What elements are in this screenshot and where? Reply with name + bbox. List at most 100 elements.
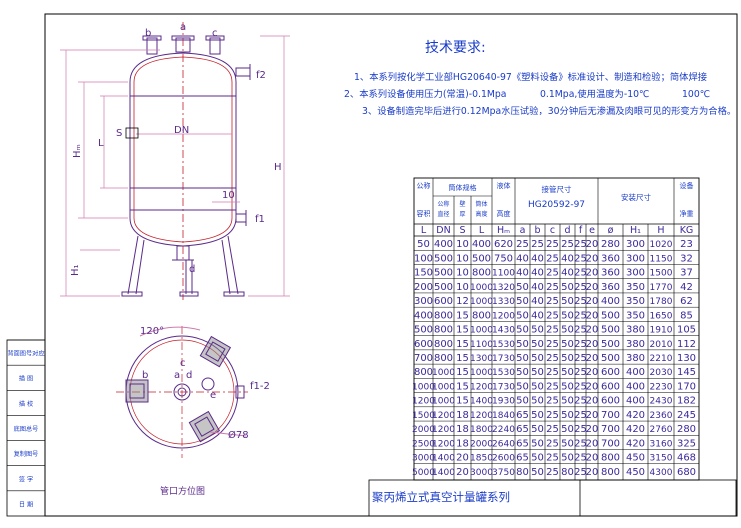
table-cell: 25	[574, 367, 587, 378]
table-cell: 170	[677, 381, 696, 392]
unit-cell: ø	[608, 225, 614, 236]
plan-labels: 120° a d c b e f1-2 Ø78 管口方位图	[140, 326, 270, 497]
drawing-title-block: 聚丙烯立式真空计量罐系列	[368, 479, 737, 517]
table-cell: 800	[434, 339, 453, 350]
table-cell: 25	[546, 438, 559, 449]
header-volume: 容积	[417, 209, 431, 218]
table-cell: 50	[561, 410, 574, 421]
table-cell: 50	[561, 424, 574, 435]
table-cell: 10	[456, 282, 469, 293]
unit-cell: KG	[680, 225, 694, 236]
table-cell: 500	[472, 253, 491, 264]
table-cell: 40	[561, 268, 574, 279]
header-equip: 设备	[680, 181, 694, 190]
req-line2a: 2、本系列设备使用压力(常温)-0.1Mpa	[344, 88, 507, 100]
table-cell: 3000	[412, 454, 435, 464]
title-block-row: 底图总号	[14, 425, 39, 433]
table-cell: 15	[456, 396, 469, 407]
table-cell: 700	[601, 410, 620, 421]
table-cell: 50	[516, 282, 529, 293]
table-cell: 500	[601, 339, 620, 350]
table-cell: 25	[546, 467, 559, 478]
table-cell: 10	[456, 268, 469, 279]
plan-label-c: c	[180, 358, 186, 369]
table-cell: 2000	[470, 439, 493, 449]
table-cell: 18	[456, 438, 469, 449]
table-cell: 50	[531, 396, 544, 407]
table-cell: 800	[414, 367, 433, 378]
table-cell: 20	[586, 268, 599, 279]
table-cell: 37	[680, 268, 693, 279]
table-cell: 1000	[412, 382, 435, 392]
table-cell: 400	[601, 296, 620, 307]
table-cell: 62	[680, 296, 693, 307]
table-cell: 700	[601, 424, 620, 435]
table-cell: 20	[586, 339, 599, 350]
table-cell: 3750	[492, 468, 515, 478]
table-cell: 500	[601, 353, 620, 364]
header-shell-thk: 壁	[459, 200, 465, 208]
table-cell: 20	[586, 438, 599, 449]
plan-caption: 管口方位图	[160, 485, 205, 497]
table-cell: 25	[546, 296, 559, 307]
unit-cell: Hₘ	[497, 225, 510, 236]
label-f2: f2	[256, 70, 266, 81]
label-c: c	[212, 28, 218, 39]
table-cell: 2010	[650, 340, 673, 350]
table-cell: 1780	[650, 297, 673, 307]
unit-cell: d	[564, 225, 570, 236]
table-cell: 380	[626, 353, 645, 364]
table-cell: 50	[561, 438, 574, 449]
table-cell: 2640	[492, 439, 515, 449]
label-ten: 10	[222, 190, 235, 201]
vessel-labels: b a c f2 f1 d S DN Hₘ L H H₁ 10	[70, 22, 282, 276]
table-cell: 32	[680, 253, 693, 264]
table-cell: 680	[677, 467, 696, 478]
table-cell: 20	[586, 453, 599, 464]
table-cell: 25	[574, 339, 587, 350]
table-cell: 20	[586, 253, 599, 264]
table-cell: 600	[601, 396, 620, 407]
unit-cell: H₁	[630, 225, 641, 236]
table-cell: 245	[677, 410, 696, 421]
table-cell: 25	[574, 396, 587, 407]
table-cell: 600	[601, 367, 620, 378]
table-cell: 50	[561, 282, 574, 293]
table-cell: 2030	[650, 368, 673, 378]
table-cell: 15	[456, 339, 469, 350]
table-cell: 200	[414, 282, 433, 293]
table-cell: 1000	[470, 368, 493, 378]
title-block-row: 签 字	[19, 475, 33, 483]
table-cell: 50	[516, 381, 529, 392]
table-cell: 25	[546, 310, 559, 321]
table-cell: 112	[677, 339, 696, 350]
table-cell: 1000	[432, 397, 455, 407]
label-l: L	[98, 138, 104, 149]
table-cell: 750	[494, 253, 513, 264]
table-cell: 25	[546, 367, 559, 378]
table-cell: 1020	[650, 240, 673, 250]
table-cell: 15	[456, 310, 469, 321]
table-cell: 600	[601, 381, 620, 392]
table-cell: 25	[546, 410, 559, 421]
unit-cell: L	[421, 225, 427, 236]
table-cell: 800	[601, 467, 620, 478]
table-cell: 420	[626, 424, 645, 435]
plan-label-a: a	[174, 370, 180, 381]
table-cell: 25	[516, 239, 529, 250]
table-cell: 85	[680, 310, 693, 321]
table-cell: 50	[531, 410, 544, 421]
table-cell: 1320	[492, 283, 515, 293]
table-cell: 25	[546, 282, 559, 293]
table-cell: 300	[626, 239, 645, 250]
table-cell: 20	[586, 410, 599, 421]
unit-cell: DN	[436, 225, 450, 236]
table-cell: 2430	[650, 397, 673, 407]
table-cell: 20	[586, 310, 599, 321]
header-shell-dia-2: 直径	[437, 210, 449, 218]
table-cell: 400	[626, 367, 645, 378]
table-cell: 620	[494, 239, 513, 250]
table-cell: 500	[601, 325, 620, 336]
table-cell: 25	[574, 239, 587, 250]
